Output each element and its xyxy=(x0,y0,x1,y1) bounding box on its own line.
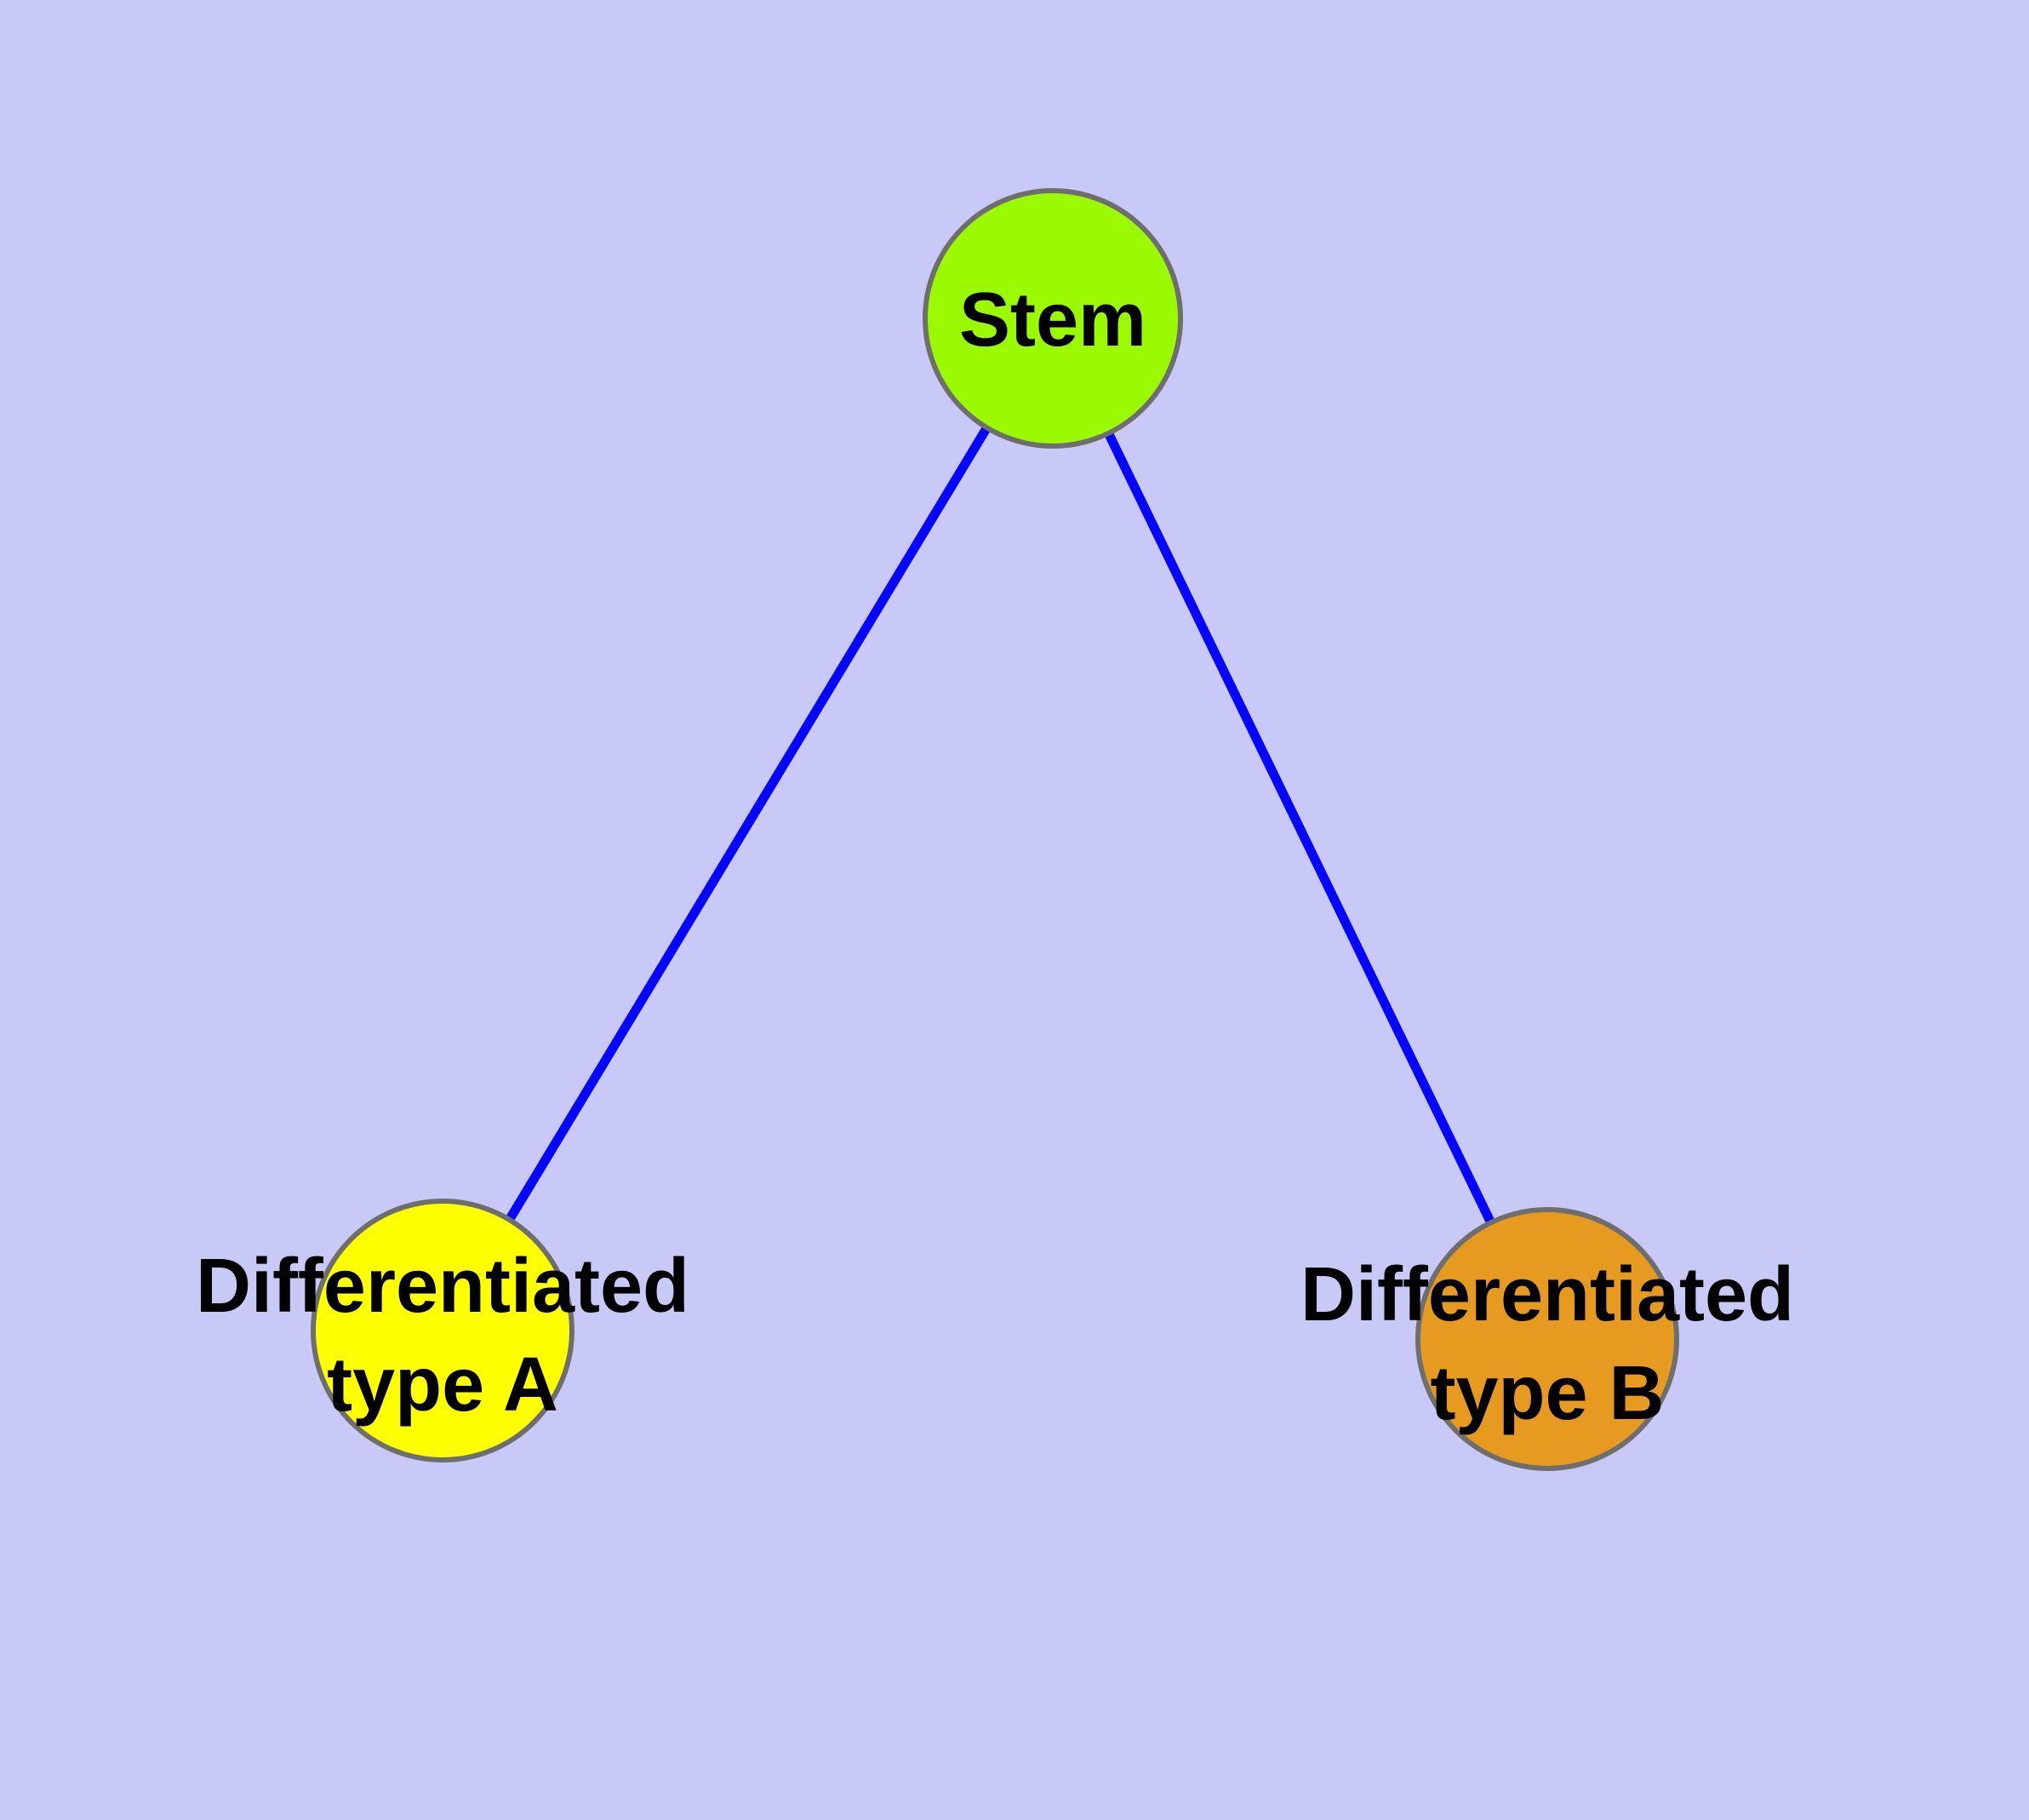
type-a-node-circle xyxy=(311,1199,574,1462)
type-b-node-label-line2: type B xyxy=(1430,1351,1664,1436)
type-a-node-label-line2: type A xyxy=(327,1342,558,1428)
edge-stem-to-type-a xyxy=(438,316,1057,1333)
type-b-node-circle xyxy=(1415,1207,1679,1471)
edge-stem-to-type-b xyxy=(1049,316,1552,1342)
stem-node-label: Stem xyxy=(959,278,1146,363)
type-a-node-label-line1: Differentiated xyxy=(196,1244,689,1329)
stem-node-circle xyxy=(923,188,1183,449)
type-b-node-label-line1: Differentiated xyxy=(1300,1252,1794,1337)
